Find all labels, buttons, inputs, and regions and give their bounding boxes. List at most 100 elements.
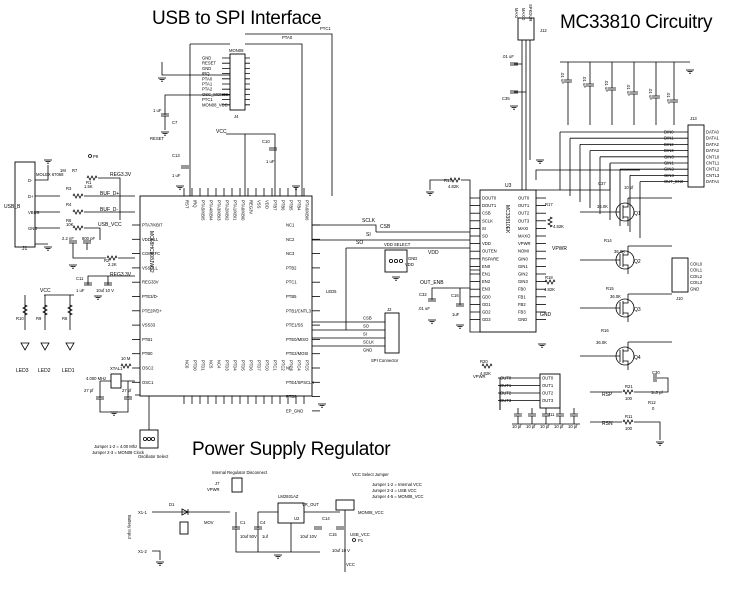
output-cap-value: 10 pf — [526, 424, 536, 429]
filter-network: 2.2 nF 800 pF R2 2.2K C11 1 uF 10uf 10 V… — [62, 236, 135, 300]
vcc-note-1: Jumper 1-2 = Internal VCC — [372, 482, 422, 487]
r1-value: 1.5K — [84, 184, 93, 189]
r21-value: 100 — [625, 396, 633, 401]
mcu-pin-label: PTD1 — [201, 360, 206, 371]
din-net-label: GIN2 — [664, 167, 674, 172]
usb-pin: VBUS — [28, 210, 40, 215]
r8-label: R8 — [62, 316, 68, 321]
u3-pin-label: FB1 — [518, 294, 526, 299]
c16-value: 1uF — [452, 312, 460, 317]
usb-spi-title: USB to SPI Interface — [152, 8, 322, 29]
u3-pin-label: EN1 — [482, 272, 491, 277]
decoupling-cap-value: .01 uF — [604, 80, 609, 92]
c21-value: .01 uF — [502, 54, 514, 59]
u3-pin-label: GD0 — [482, 294, 491, 299]
j4-name: MON08 — [229, 48, 244, 53]
mcu-pin-label: PTD5 — [241, 360, 246, 371]
c15-label: C15 — [329, 532, 337, 537]
r1-label: R1 — [86, 180, 92, 185]
net-csb: CSB — [380, 224, 391, 230]
c8-value: 800 pF — [82, 236, 95, 241]
j13-pin-label: DATA2 — [706, 142, 720, 147]
r18-label: R18 — [545, 275, 553, 280]
cap-10pf: 10 pf — [624, 185, 634, 190]
j12-pin: MAXI — [514, 8, 519, 18]
mcu-pin-label: PTC1 — [273, 360, 278, 371]
net-buf-dm: BUF_D- — [100, 207, 118, 213]
u3-pin-label: FB0 — [518, 287, 526, 292]
u3-pin-label: DOUT0 — [482, 196, 497, 201]
net-vpwr-r20: VPWR — [473, 374, 486, 379]
j13-pin-label: DATA1 — [706, 136, 720, 141]
mov-label: MOV — [204, 520, 214, 525]
r7-label: R7 — [72, 168, 78, 173]
fet-label: Q4 — [634, 355, 641, 361]
fet-label: Q1 — [634, 211, 641, 217]
mcu-pin-label: EP_GND — [286, 408, 303, 413]
mcu-pin-label: NC2 — [286, 237, 295, 242]
c1-value: 10uf 50V — [240, 534, 257, 539]
c9-value: 2.2 nF — [62, 236, 74, 241]
c11-value: 1 uF — [76, 288, 85, 293]
osc-select-label: Oscillator Select — [138, 454, 169, 459]
net-mon08-vcc: MON08_VCC — [358, 510, 384, 515]
u3-pin-label: SO — [482, 234, 489, 239]
usb-pin: D- — [28, 178, 33, 183]
usb-connector-label: USB_B — [4, 204, 21, 210]
j4-pin-label: RESET — [202, 61, 216, 66]
mcu-pin-label: OSC2 — [142, 366, 154, 371]
vcc-select-label: VCC Select Jumper — [352, 472, 389, 477]
u3-pin-label: DOUT1 — [482, 203, 497, 208]
mcu-u1: MC68HC908JW32 PTA7/KBI7VDDPLLCGMXFCVSSPL… — [132, 188, 320, 413]
power-supply: Internal Regulator Disconnect J7 VPWR X1… — [127, 470, 424, 572]
r18-value: 4.82K — [544, 287, 555, 292]
din-net-label: DIN0 — [664, 130, 674, 135]
net-vcc-mcu: VCC — [216, 129, 227, 135]
j10-pin-label: COIL3 — [690, 280, 703, 285]
c32-label: C32 — [419, 292, 427, 297]
r2-label: R2 — [104, 258, 110, 263]
mcu-pin-label: PTE1/SS — [286, 323, 303, 328]
c14-label: C14 — [322, 516, 330, 521]
u3-pin-label: GIN0 — [518, 256, 528, 261]
mcu-pin-label: PTB0 — [286, 394, 297, 399]
mcu-pin-label: PTC3 — [289, 360, 294, 371]
j11-pin-label: OUT0 — [542, 376, 554, 381]
j2-pin-label: SI — [363, 332, 367, 337]
r17-label: R17 — [545, 202, 553, 207]
p1-label: P1 — [358, 538, 364, 543]
vdd-select-pin-gnd: GND — [408, 256, 417, 261]
mcu-pin-label: NC4 — [217, 360, 222, 369]
c7-label: C7 — [172, 120, 178, 125]
r21-label: R21 — [625, 384, 633, 389]
vdd-select-pin-vdd: VDD — [405, 262, 414, 267]
mcu-pin-label: REG3V — [249, 200, 254, 214]
mcu-pin-label: PTB5 — [286, 294, 297, 299]
xtal-label: XTAL1 — [110, 366, 123, 371]
mcu-pin-label: REG33V — [142, 280, 159, 285]
c13-label: C13 — [172, 153, 180, 158]
r2-value: 2.2K — [108, 262, 117, 267]
net-x1-1: X1-1 — [138, 510, 148, 515]
mcu-pin-label: PTB7 — [273, 200, 278, 211]
c30-value: 180 pf — [651, 390, 663, 395]
j12-ref: J12 — [540, 28, 547, 33]
usb-connector-ref: J1 — [22, 246, 28, 252]
r20-value: 4.82K — [480, 371, 491, 376]
mcu-pin-label: PTB0 — [142, 351, 153, 356]
j4-pin-label: MON08_VCC — [202, 102, 228, 107]
crystal-section: XTAL1 4.000 MHz 10 M 27 pf 27 pf — [84, 356, 135, 416]
c16-label: C16 — [451, 293, 459, 298]
mcu-name: MC68HC908JW32 — [148, 231, 154, 273]
u3-pin-label: EN0 — [482, 264, 491, 269]
u3-pin-label: SCLK — [482, 218, 493, 223]
u3-pin-label: GD3 — [482, 317, 491, 322]
output-cap-value: 10 pf — [568, 424, 578, 429]
net-reg33: REG3.3V — [110, 172, 132, 178]
c32-value: .01 uF — [418, 306, 430, 311]
u3-pin-label: GIN2 — [518, 272, 528, 277]
c35-label: C35 — [502, 96, 510, 101]
net-x1-2: X1-2 — [138, 549, 148, 554]
